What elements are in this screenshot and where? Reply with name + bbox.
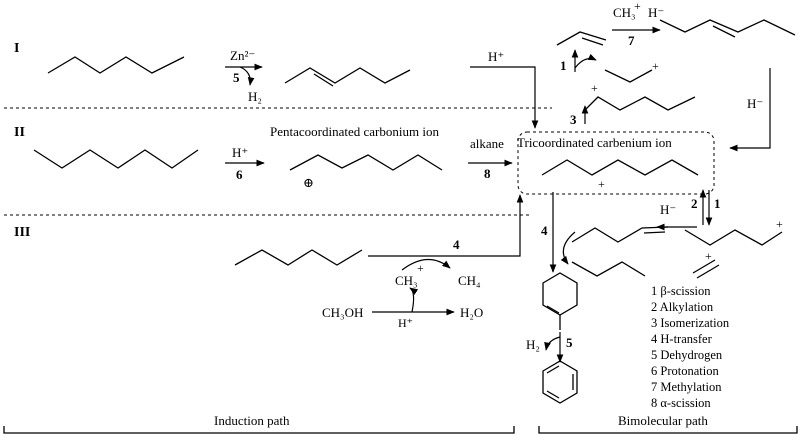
pentyl-charge-a: + [705, 249, 712, 263]
legend: 1 β-scission 2 Alkylation 3 Isomerizatio… [651, 284, 730, 410]
benzene-double-a [546, 365, 560, 374]
curved-arrow-ch3 [401, 258, 451, 271]
heptene-top [659, 19, 796, 36]
tricoordinated-label: Tricoordinated carbenium ion [517, 135, 672, 150]
h-plus-label-II: H⁺ [232, 145, 248, 160]
butene-double-bond [643, 231, 666, 234]
legend-item: 1 β-scission [651, 284, 711, 298]
propene [556, 31, 607, 46]
region-label-III: III [14, 225, 30, 240]
heptane-II [33, 149, 199, 169]
h2-label-bottom: H₂ [526, 337, 540, 352]
propyl-cation [604, 69, 653, 83]
ch3-charge-top: + [634, 0, 641, 13]
carbenium-charge: + [598, 177, 605, 191]
h2-label-top: H₂ [248, 89, 262, 104]
h-plus-label-I: H⁺ [488, 49, 504, 64]
propyl-charge: + [652, 59, 659, 73]
bimolecular-path-label: Bimolecular path [618, 413, 708, 428]
ethene-bond-b [696, 264, 720, 279]
isomerized-charge: + [591, 81, 598, 95]
h-plus-label-III: H⁺ [398, 316, 413, 330]
curved-arrow-methanol [409, 287, 419, 313]
ethene-bond-a [692, 259, 716, 274]
arrow-hydride-return [729, 68, 771, 152]
step-1-label-top: 1 [560, 58, 567, 73]
ch3-label-bottom: CH₃ [395, 273, 418, 288]
carbenium-chain [541, 159, 699, 176]
benzene-ring [542, 360, 578, 404]
h-minus-label-top: H⁻ [648, 5, 664, 20]
heptene-double-bond [712, 25, 736, 38]
zn-label: Zn²⁻ [230, 48, 255, 63]
curved-arrow-step1 [574, 53, 597, 69]
step-4-label-III: 4 [453, 237, 460, 252]
arrow-step4-III [368, 194, 524, 257]
step-5-label: 5 [233, 70, 240, 85]
pentacoordinated-label: Pentacoordinated carbonium ion [270, 124, 439, 139]
bimolecular-bracket [538, 426, 798, 434]
hexane-I [47, 56, 185, 74]
step-1-label-down: 1 [714, 196, 721, 211]
legend-item: 7 Methylation [651, 380, 722, 394]
ch4-label: CH₄ [458, 273, 481, 288]
h2o-label: H₂O [460, 305, 483, 320]
step-5-label-bottom: 5 [566, 335, 573, 350]
pentyl-cation [684, 229, 783, 246]
step-8-label: 8 [484, 166, 491, 181]
region-label-I: I [14, 41, 19, 56]
ch3-label-top: CH₃ [613, 5, 636, 20]
legend-item: 5 Dehydrogen [651, 348, 723, 362]
legend-item: 6 Protonation [651, 364, 719, 378]
butane-product [571, 261, 646, 277]
butene-product [571, 226, 669, 243]
h-minus-label-mid: H⁻ [660, 202, 676, 217]
arrow-I-to-carbenium [470, 66, 539, 129]
penta-ion-chain [289, 154, 443, 171]
step-7-label: 7 [628, 33, 635, 48]
legend-item: 4 H-transfer [651, 332, 713, 346]
step-2-label: 2 [691, 196, 698, 211]
hexane-III [234, 249, 363, 266]
tricoordinated-box [517, 131, 715, 195]
pentyl-charge-b: + [776, 217, 783, 231]
legend-item: 2 Alkylation [651, 300, 714, 314]
ch3oh-label: CH₃OH [322, 305, 363, 320]
curved-arrow-h2-bottom [544, 336, 561, 351]
curved-arrow-transfer [560, 231, 576, 265]
step-3-label: 3 [570, 112, 577, 127]
cyclohexene-double-bond [546, 305, 560, 314]
cyclohexene-ring [542, 272, 578, 316]
legend-item: 8 α-scission [651, 396, 711, 410]
step-4-label-down: 4 [541, 223, 548, 238]
step-6-label: 6 [236, 167, 243, 182]
region-label-II: II [14, 125, 25, 140]
isomerized-ion [584, 96, 696, 111]
induction-path-label: Induction path [214, 413, 290, 428]
ch3-charge-bottom: + [417, 261, 424, 275]
benzene-double-c [546, 390, 560, 399]
hexene-I [284, 67, 411, 84]
hexene-double-bond [313, 73, 334, 87]
induction-bracket [3, 426, 515, 434]
curved-arrow-h2 [239, 66, 255, 86]
penta-oplus: ⊕ [303, 175, 314, 190]
legend-item: 3 Isomerization [651, 316, 730, 330]
alkane-label: alkane [470, 136, 504, 151]
propene-double-bond [581, 37, 604, 46]
h-minus-label-right: H⁻ [747, 96, 763, 111]
